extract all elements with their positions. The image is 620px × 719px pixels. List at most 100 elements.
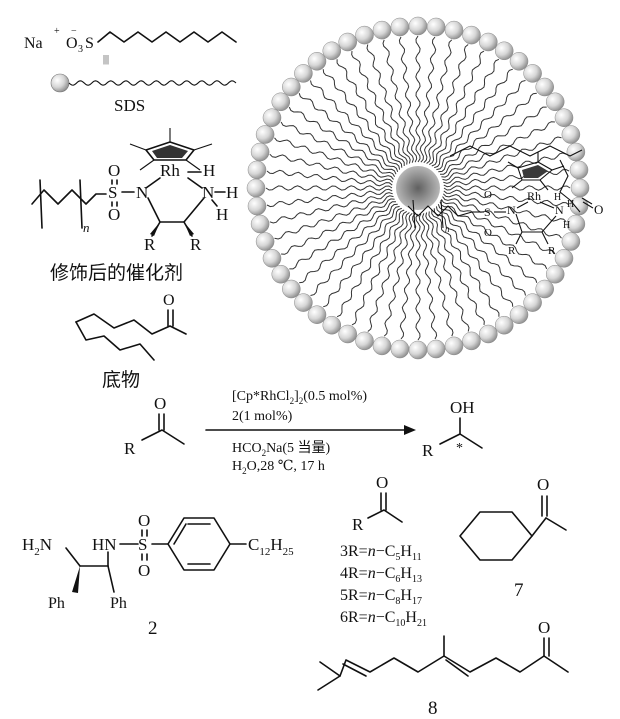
micelle-head-ball: [262, 108, 282, 127]
micelle-tail: [429, 50, 485, 166]
cat-o-top: O: [108, 161, 120, 180]
substrate-structure: O 底物: [75, 292, 187, 391]
sds-minus: −: [71, 26, 77, 37]
sds-o: O: [66, 35, 78, 52]
micelle-head-ball: [247, 196, 267, 216]
micelle-illustration: [246, 16, 590, 360]
micelle-s: S: [484, 205, 491, 219]
compound-7-structure: O 7: [459, 475, 567, 601]
micelle-tail: [433, 208, 514, 307]
micelle-head-ball: [509, 305, 529, 324]
cond-line-3: HCO2Na(5 当量): [232, 440, 331, 458]
micelle-o2: O: [484, 227, 492, 239]
micelle-head-ball: [569, 196, 589, 216]
micelle-n2: N: [555, 203, 564, 217]
modified-catalyst-structure: Rh H O S O N N H H R R n 修饰后的催化剂: [31, 128, 238, 284]
substrate-item: 3R=n−C5H11: [340, 543, 422, 563]
substrate-list: 3R=n−C5H114R=n−C6H135R=n−C8H176R=n−C10H2…: [340, 543, 427, 629]
micelle-tail: [440, 106, 547, 175]
compound-8-o: O: [538, 618, 550, 637]
cat-r2: R: [190, 235, 202, 254]
micelle-tail: [425, 212, 470, 332]
micelle-head-ball: [545, 92, 565, 112]
micelle-tail: [415, 35, 421, 163]
reaction-arrowhead: [404, 425, 416, 435]
substrates-3-6: O R 3R=n−C5H114R=n−C6H135R=n−C8H176R=n−C…: [340, 473, 427, 629]
ligand-ph2: Ph: [110, 595, 127, 612]
substrate-o: O: [163, 292, 175, 309]
ligand-h2n: H2N: [22, 535, 52, 558]
micelle-tail: [418, 213, 438, 340]
sds-s: S: [85, 35, 94, 52]
product-r: R: [422, 441, 434, 460]
ligand-tail: C12H25: [248, 535, 294, 558]
micelle-tail: [441, 121, 555, 178]
micelle-head-ball: [355, 331, 374, 351]
micelle-head-ball: [545, 264, 565, 284]
micelle-tail: [265, 185, 393, 191]
micelle-head-ball: [523, 64, 542, 83]
micelle-tail: [323, 207, 402, 308]
micelle-tail: [298, 93, 399, 172]
micelle-tail: [367, 212, 410, 332]
micelle-tail: [422, 213, 454, 337]
micelle-h1: H: [554, 192, 561, 203]
cond-line-2: 2(1 mol%): [232, 409, 293, 424]
micelle-tail: [351, 51, 408, 165]
sds-label: SDS: [114, 96, 145, 115]
sub-generic-r: R: [352, 515, 364, 534]
micelle-head-ball: [554, 249, 574, 268]
micelle-tail: [266, 188, 393, 208]
cat-n-sub: n: [83, 220, 90, 235]
micelle-tail: [443, 185, 571, 191]
micelle-head-ball: [561, 232, 581, 251]
micelle-head-ball: [444, 20, 464, 40]
micelle-head-ball: [372, 336, 392, 356]
micelle-tail: [399, 213, 417, 340]
cat-n-right: N: [202, 183, 214, 202]
micelle-tail: [289, 201, 396, 270]
micelle-tail: [443, 168, 570, 188]
micelle-n-sub: n: [445, 224, 450, 234]
micelle-head-ball: [570, 178, 590, 198]
micelle-rh: Rh: [527, 189, 541, 203]
micelle-tail: [419, 36, 437, 163]
micelle-tail: [423, 39, 453, 164]
micelle-head-ball: [554, 108, 574, 127]
micelle-head-ball: [255, 232, 275, 251]
compound-8-label: 8: [428, 698, 438, 719]
ligand-ph1: Ph: [48, 595, 65, 612]
sub-generic-o: O: [376, 473, 388, 492]
micelle-tail: [366, 44, 411, 164]
micelle-tail: [431, 58, 500, 167]
ligand-s: S: [138, 535, 147, 554]
reaction-scheme: O R [Cp*RhCl2]2(0.5 mol%) 2(1 mol%) HCO2…: [124, 389, 483, 476]
micelle-head-ball: [444, 336, 464, 356]
micelle-head-ball: [255, 125, 275, 144]
sds-stub: |||: [103, 54, 109, 65]
micelle-head-ball: [294, 64, 313, 83]
cat-h-rh: H: [203, 161, 215, 180]
micelle-tail: [439, 201, 548, 270]
substrate-item: 6R=n−C10H21: [340, 609, 427, 629]
micelle-ketone-o: O: [594, 202, 603, 217]
micelle-head-ball: [390, 17, 410, 37]
micelle-tail: [280, 121, 396, 177]
micelle-tail: [426, 44, 469, 164]
micelle-head-ball: [408, 340, 428, 360]
cond-line-4: H2O,28 ℃, 17 h: [232, 459, 325, 476]
micelle-head-ball: [271, 92, 291, 112]
micelle-head-ball: [408, 16, 428, 36]
micelle-head-ball: [523, 293, 542, 312]
micelle-tail: [336, 59, 405, 166]
micelle-tail: [274, 137, 394, 180]
micelle-head-ball: [294, 293, 313, 312]
cat-n-left: N: [136, 183, 148, 202]
micelle-tail: [436, 80, 526, 171]
micelle-tail: [442, 196, 562, 239]
micelle-head-ball: [250, 142, 270, 162]
micelle-tail: [299, 203, 398, 284]
substrate-label: 底物: [102, 369, 140, 391]
micelle-tail: [266, 169, 393, 187]
